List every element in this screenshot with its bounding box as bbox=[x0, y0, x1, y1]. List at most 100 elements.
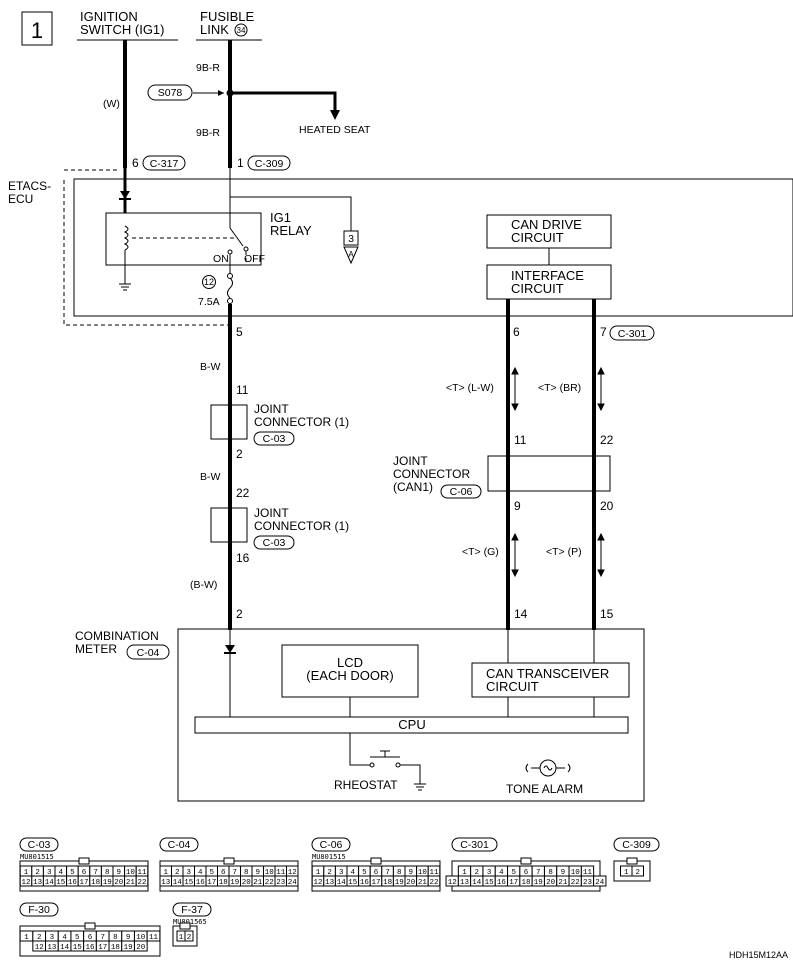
svg-text:C-301: C-301 bbox=[618, 328, 647, 340]
signal-arrows bbox=[511, 366, 605, 578]
connector-pin-label: 5 bbox=[362, 869, 367, 877]
connector-pin-label: 9 bbox=[409, 869, 414, 877]
connector-pin-label: 17 bbox=[79, 879, 88, 887]
ref-triangle bbox=[343, 246, 359, 265]
etacs-pin-fl: 1 bbox=[237, 156, 244, 170]
connector-pin-label: 2 bbox=[475, 869, 480, 877]
svg-text:LCD(EACH DOOR): LCD(EACH DOOR) bbox=[306, 655, 393, 683]
connector-pin-label: 1 bbox=[179, 934, 184, 942]
can-drive-circuit bbox=[486, 214, 612, 249]
connector-pin-label: 1 bbox=[624, 869, 629, 877]
connector-pin-label: 22 bbox=[429, 879, 438, 887]
ig1-relay-box bbox=[105, 212, 262, 266]
page-number-box bbox=[21, 11, 53, 46]
connector-pin-label: 11 bbox=[149, 934, 159, 942]
connector-pin-label: 2 bbox=[187, 934, 192, 942]
connector-pin-label: 21 bbox=[558, 879, 568, 887]
connector-id: F-37 bbox=[181, 904, 203, 916]
connector-pin-label: 18 bbox=[91, 879, 100, 887]
connector-pin-label: 6 bbox=[82, 869, 87, 877]
connector-pin-label: 20 bbox=[546, 879, 556, 887]
connector-pin-label: 20 bbox=[406, 879, 416, 887]
connector-pin-label: 9 bbox=[126, 934, 131, 942]
connector-pin-label: 20 bbox=[114, 879, 124, 887]
rheostat-switch-icon bbox=[349, 733, 426, 791]
connector-pin-label: 15 bbox=[184, 879, 194, 887]
wire-color-bw-2: B-W bbox=[200, 471, 221, 483]
tone-alarm-icon bbox=[525, 759, 571, 777]
connector-pin-label: 16 bbox=[196, 879, 206, 887]
heated-seat-wire bbox=[230, 91, 337, 113]
connector-pin-label: 18 bbox=[219, 879, 228, 887]
connector-pin-label: 5 bbox=[209, 869, 214, 877]
etacs-ecu-box bbox=[73, 178, 793, 317]
connector-pin-label: 17 bbox=[98, 944, 107, 952]
connector-pin-label: 17 bbox=[371, 879, 380, 887]
connector-pin-label: 6 bbox=[221, 869, 226, 877]
connector-pin-label: 8 bbox=[397, 869, 402, 877]
connector-id: F-30 bbox=[28, 904, 50, 916]
cpu-label: CPU bbox=[398, 717, 425, 732]
connector-pin-label: 2 bbox=[35, 869, 40, 877]
connector-pin-label: 7 bbox=[93, 869, 98, 877]
connector-pin-label: 7 bbox=[232, 869, 237, 877]
connector-pin-label: 15 bbox=[485, 879, 495, 887]
meter-diode-icon bbox=[225, 645, 235, 653]
connector-pin-label: 23 bbox=[583, 879, 593, 887]
connector-pin-label: 9 bbox=[561, 869, 566, 877]
wire-color-9br-b: 9B-R bbox=[196, 127, 220, 139]
fuse-number: 12 bbox=[204, 277, 214, 287]
drawing-code: HDH15M12AA bbox=[729, 950, 788, 960]
connector-pin-label: 5 bbox=[511, 869, 516, 877]
connector-pin-label: 5 bbox=[70, 869, 75, 877]
connector-pin-label: 15 bbox=[56, 879, 66, 887]
connector-pin-label: 1 bbox=[24, 934, 29, 942]
connector-pin-label: 18 bbox=[521, 879, 530, 887]
connector-pin-label: 19 bbox=[124, 944, 133, 952]
connector-part: MU801565 bbox=[173, 918, 207, 926]
connector-pin-label: 19 bbox=[395, 879, 404, 887]
connector-pin-label: 17 bbox=[509, 879, 518, 887]
connector-pin-label: 14 bbox=[472, 879, 482, 887]
connector-pin bbox=[135, 875, 149, 887]
can-transceiver-box bbox=[471, 662, 630, 698]
page-number: 1 bbox=[31, 18, 43, 43]
etacs-conn-c317: C-317 bbox=[142, 155, 186, 171]
connector-pin-label: 11 bbox=[429, 869, 439, 877]
connector-pin-label: 12 bbox=[313, 879, 322, 887]
relay-off-label: OFF bbox=[244, 253, 265, 265]
joint2-conn: C-03 bbox=[253, 535, 295, 550]
connector-pin-label: 15 bbox=[73, 944, 83, 952]
connector-pin-label: 1 bbox=[462, 869, 467, 877]
connector-id: C-04 bbox=[168, 839, 191, 851]
connector-pin-label: 14 bbox=[173, 879, 183, 887]
connector-pin-label: 21 bbox=[418, 879, 428, 887]
connector-pin-label: 4 bbox=[62, 934, 67, 942]
connector-pin-label: 3 bbox=[186, 869, 191, 877]
connector-pin-label: 13 bbox=[460, 879, 470, 887]
connector-pin-label: 19 bbox=[103, 879, 112, 887]
connector-pin bbox=[184, 930, 194, 942]
connector-pin-label: 10 bbox=[418, 869, 428, 877]
connector-pin-label: 10 bbox=[126, 869, 136, 877]
wire-color-br: <T> (BR) bbox=[538, 382, 581, 394]
connector-pin-label: 22 bbox=[265, 879, 274, 887]
connector-pin-label: 14 bbox=[45, 879, 55, 887]
connector-pin-label: 21 bbox=[253, 879, 263, 887]
cpu-box bbox=[194, 716, 629, 734]
connector-pin-label: 14 bbox=[60, 944, 70, 952]
joint1-conn: C-03 bbox=[253, 431, 295, 446]
diode-icon bbox=[120, 191, 130, 199]
connector-pin-label: 16 bbox=[68, 879, 78, 887]
interface-circuit bbox=[486, 264, 612, 300]
connector-pin-label: 8 bbox=[113, 934, 118, 942]
